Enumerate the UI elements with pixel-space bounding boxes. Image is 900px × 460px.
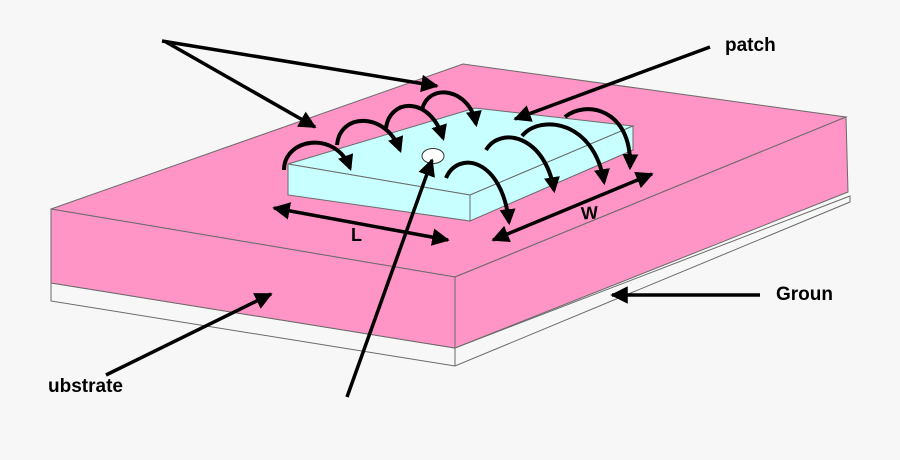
length-dimension-arrow [272,202,450,246]
pointer-arrows [105,39,760,398]
length-label: L [351,225,362,245]
fringing-field-arcs-left [282,90,482,172]
substrate-label-clip: ubstrate [49,370,169,400]
width-dimension-arrow [491,171,654,243]
dimension-arrows [272,171,654,246]
substrate-label: ubstrate [49,376,123,397]
patch-label: patch [725,35,776,56]
width-label: W [580,202,599,224]
ground-label: Groun [776,284,833,305]
